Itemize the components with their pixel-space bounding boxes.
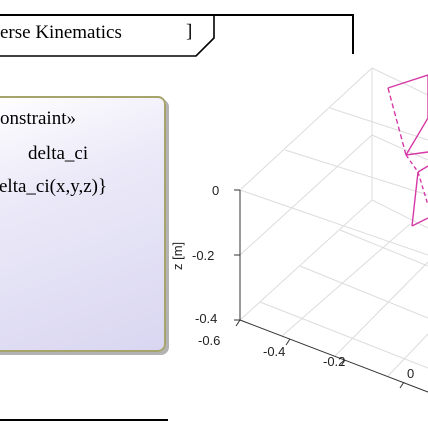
frame-title: erse Kinematics [0,22,122,43]
z-tick-labels: 0 -0.2 -0.4 [192,183,219,326]
z-tick-label: 0 [212,183,219,198]
frame-border-right [352,14,354,54]
kinematic-chain [387,74,428,227]
frame-title-bracket: ] [186,21,193,42]
constraint-name: delta_ci [28,143,89,164]
z-axis [234,189,428,393]
constraint-expression: elta_ci(x,y,z)} [0,176,108,197]
plot-grid [239,67,428,393]
x-tick-label: -0.6 [198,333,220,348]
frame-border-top [0,14,354,16]
constraint-block[interactable]: onstraint» delta_ci elta_ci(x,y,z)} [0,96,166,352]
z-tick-label: -0.4 [195,311,217,326]
constraint-stereotype: onstraint» [0,108,76,129]
x-tick-label: -0.2 [323,354,345,369]
z-axis-label: z [m] [170,242,185,270]
x-tick-labels: -0.6 -0.4 -0.2 0 [198,333,414,381]
x-axis-ticks [235,319,405,389]
frame-border-bottom [0,419,168,421]
x-tick-label: 0 [407,366,414,381]
z-tick-label: -0.2 [192,248,214,263]
x-tick-label: -0.4 [263,344,285,359]
